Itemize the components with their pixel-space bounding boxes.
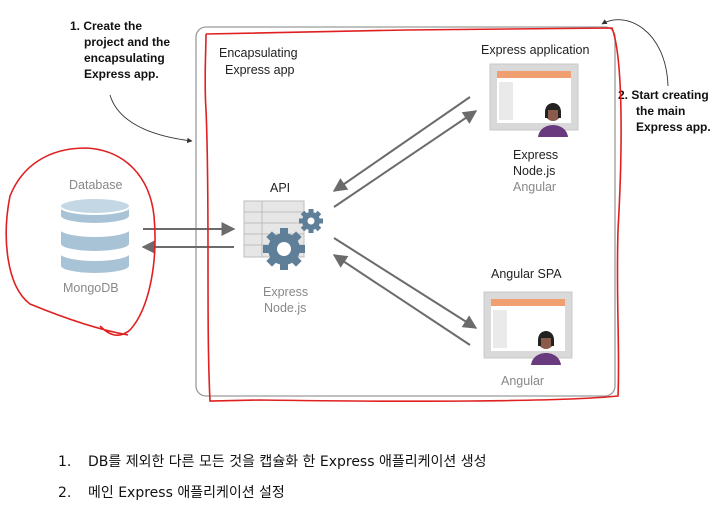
arrow-express-to-api bbox=[332, 96, 471, 192]
annotation-step2: 2. Start creating the main Express app. bbox=[618, 88, 711, 134]
container-title-line2: Express app bbox=[225, 63, 295, 77]
express-app-label: Express application bbox=[481, 43, 589, 57]
annotation-step1-pointer bbox=[109, 94, 193, 144]
note-text: 메인 Express 애플리케이션 설정 bbox=[88, 485, 285, 501]
container-title-line1: Encapsulating bbox=[219, 46, 298, 60]
red-markup-container bbox=[204, 27, 622, 402]
note-number: 1. bbox=[58, 454, 72, 470]
note-item: 2. 메인 Express 애플리케이션 설정 bbox=[58, 483, 486, 514]
angular-spa-label: Angular SPA bbox=[491, 267, 562, 281]
annotation-step1: 1. Create the project and the encapsulat… bbox=[70, 19, 170, 81]
person-icon bbox=[531, 331, 561, 365]
arrow-api-to-express bbox=[333, 110, 478, 208]
gear-icon-small bbox=[299, 209, 323, 233]
express-app-tech-line1: Express bbox=[513, 148, 558, 162]
annotation-step2-pointer bbox=[601, 19, 669, 87]
svg-text:2. Start creating: 2. Start creating bbox=[618, 88, 709, 102]
api-tech-line2: Node.js bbox=[264, 301, 306, 315]
express-app-tech-line2: Node.js bbox=[513, 164, 555, 178]
person-icon bbox=[538, 103, 568, 137]
api-label: API bbox=[270, 181, 290, 195]
note-number: 2. bbox=[58, 485, 72, 501]
gear-icon-large bbox=[263, 228, 305, 270]
angular-spa-monitor-icon bbox=[483, 291, 573, 359]
notes-list: 1. DB를 제외한 다른 모든 것을 캡슐화 한 Express 애플리케이션 … bbox=[58, 452, 486, 514]
svg-text:Express app.: Express app. bbox=[84, 67, 159, 81]
svg-text:the main: the main bbox=[636, 104, 685, 118]
arrow-api-to-spa bbox=[333, 237, 478, 329]
express-app-monitor-icon bbox=[489, 63, 579, 131]
arrow-spa-to-api bbox=[332, 254, 471, 346]
database-icon bbox=[59, 197, 131, 275]
api-tech-line1: Express bbox=[263, 285, 308, 299]
svg-text:encapsulating: encapsulating bbox=[84, 51, 165, 65]
database-name: MongoDB bbox=[63, 281, 119, 295]
encapsulating-container bbox=[195, 26, 616, 397]
svg-text:Express app.: Express app. bbox=[636, 120, 711, 134]
database-label: Database bbox=[69, 178, 123, 192]
svg-text:project and the: project and the bbox=[84, 35, 170, 49]
express-app-tech-line3: Angular bbox=[513, 180, 556, 194]
red-markup-database bbox=[5, 147, 156, 337]
note-item: 1. DB를 제외한 다른 모든 것을 캡슐화 한 Express 애플리케이션 … bbox=[58, 452, 486, 483]
note-text: DB를 제외한 다른 모든 것을 캡슐화 한 Express 애플리케이션 생성 bbox=[88, 454, 487, 470]
svg-text:1. Create the: 1. Create the bbox=[70, 19, 142, 33]
angular-spa-tech: Angular bbox=[501, 374, 544, 388]
